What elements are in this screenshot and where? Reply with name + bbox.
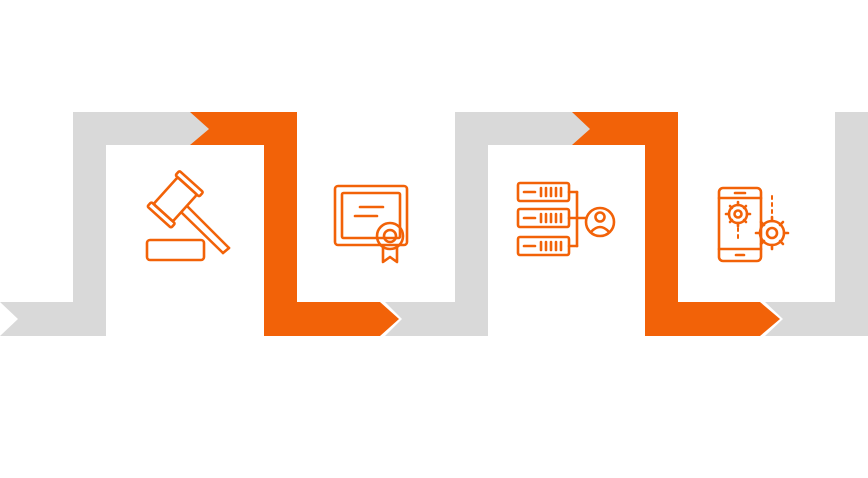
step-4-track [572, 112, 780, 336]
step-3-rise [455, 112, 488, 336]
gavel-icon [145, 170, 231, 262]
step-4-bottom-arrow [645, 302, 780, 336]
server-user-icon [516, 181, 616, 257]
step-1-track [0, 112, 215, 336]
step-2-bottom-arrow [264, 302, 399, 336]
step-5-track [765, 112, 868, 336]
step-4-drop [645, 112, 678, 336]
step-3-top-arrow [455, 112, 592, 145]
mobile-gears-icon [717, 186, 790, 263]
step-5-rise [835, 112, 868, 336]
step-3-track [385, 112, 592, 336]
step-2-drop [264, 112, 297, 336]
step-1-rise [73, 112, 106, 336]
step-1-top-arrow [73, 112, 215, 145]
step-2-track [190, 112, 399, 336]
certificate-icon [333, 184, 409, 264]
